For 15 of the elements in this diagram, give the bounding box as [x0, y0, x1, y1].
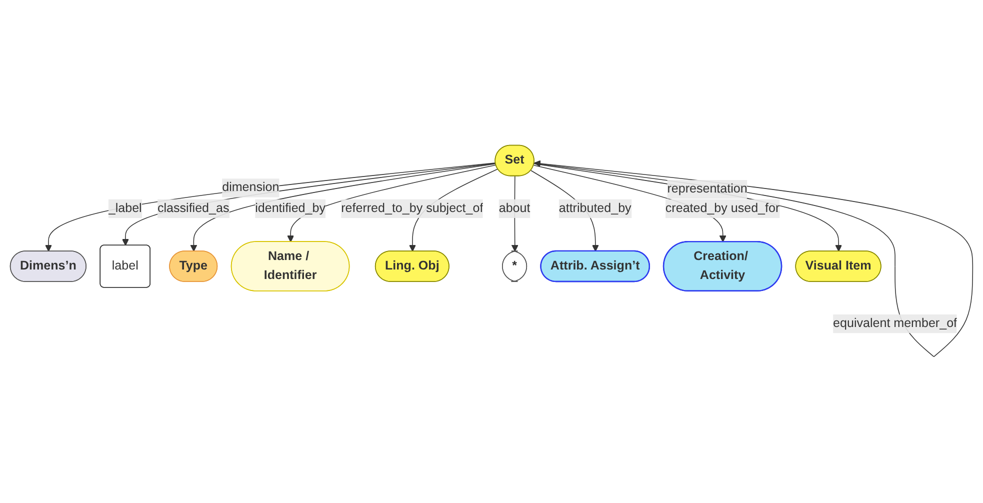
- arrow: [45, 163, 496, 252]
- arrow: [534, 164, 842, 252]
- edge-label: identified_by: [255, 202, 326, 216]
- edge-label: _label: [108, 202, 142, 216]
- edge-label: about: [498, 202, 530, 216]
- edge-label: referred_to_by subject_of: [341, 202, 484, 216]
- edge-label: equivalent member_of: [833, 317, 958, 331]
- edge-label: created_by used_for: [665, 202, 780, 216]
- arrow: [533, 165, 726, 243]
- edge-label: representation: [667, 182, 748, 196]
- edge-label: attributed_by: [558, 202, 632, 216]
- arrow: [287, 165, 496, 243]
- edge-label: dimension: [222, 181, 280, 195]
- arrow: [190, 164, 496, 252]
- edge-label: classified_as: [158, 202, 230, 216]
